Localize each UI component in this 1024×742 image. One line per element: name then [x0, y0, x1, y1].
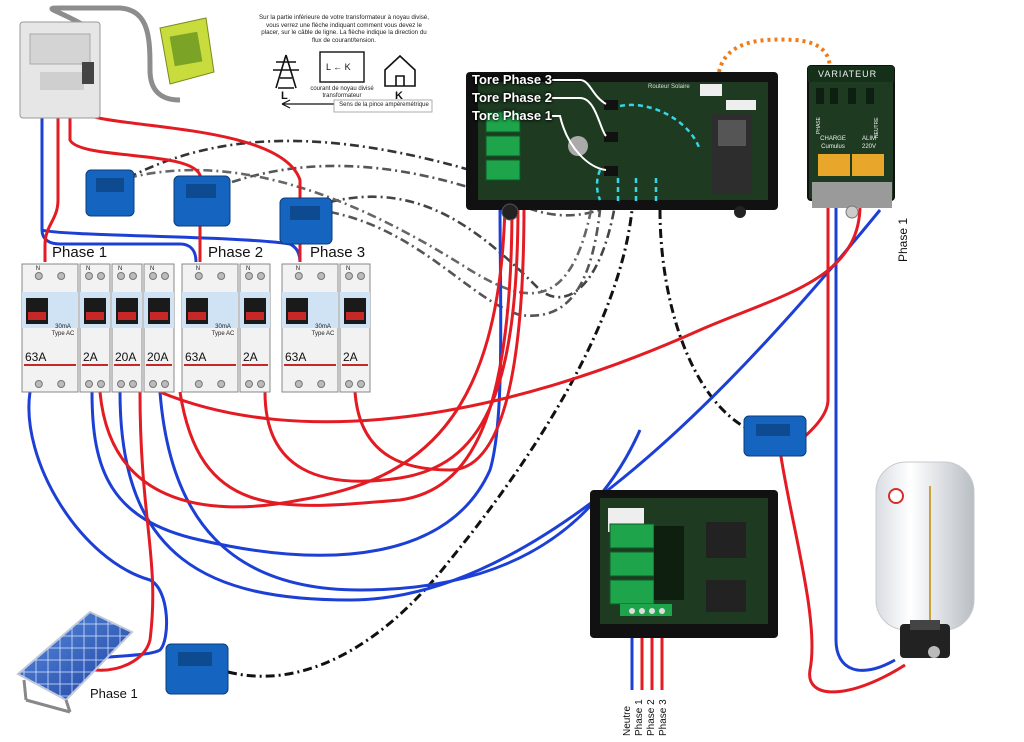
transformer-core-icon — [319, 51, 365, 83]
router-board-name: Routeur Solaire — [648, 84, 690, 90]
breaker-sensitivity: 30mA Type AC — [51, 324, 75, 337]
tore-arrows — [552, 79, 607, 171]
breaker-module — [339, 263, 371, 393]
variator-charge-label: CHARGE — [820, 136, 846, 142]
terminal-label-phase-2: Phase 2 — [646, 699, 657, 736]
main-breaker — [19, 21, 101, 119]
current-clamps — [85, 169, 807, 695]
core-symbol: L ← K — [326, 62, 351, 72]
breaker-rating: 63A — [285, 350, 307, 364]
clamp-cumulus — [743, 415, 807, 457]
terminal-mark-n: N — [118, 266, 123, 272]
variator-phase-label: Phase 1 — [896, 217, 910, 262]
variator-phase-tag: PHASE — [816, 117, 822, 134]
breaker-sensitivity: 30mA Type AC — [311, 324, 335, 337]
clamp-phase-3 — [279, 197, 333, 245]
terminal-mark-n: N — [150, 266, 155, 272]
variator-neutre-tag: NEUTRE — [874, 117, 880, 138]
breaker-module — [79, 263, 111, 393]
house-icon — [384, 54, 416, 87]
terminal-label-neutre: Neutre — [622, 705, 633, 736]
breaker-rating: 2A — [83, 350, 98, 364]
pylon-icon — [273, 54, 299, 89]
tore-phase-3-label: Tore Phase 3 — [472, 72, 552, 87]
breaker-module — [239, 263, 271, 393]
clamp-phase-1 — [85, 169, 135, 217]
breaker-module — [111, 263, 143, 393]
data-cable-clamp-3 — [329, 195, 617, 299]
breaker-module — [181, 263, 239, 393]
tore-phase-1-label: Tore Phase 1 — [472, 108, 552, 123]
variator-alim-label: ALIM — [861, 136, 876, 142]
breaker-rating: 2A — [343, 350, 358, 364]
data-cable-cumulus-clamp — [658, 209, 751, 432]
breaker-rating: 63A — [185, 350, 207, 364]
letter-k: K — [395, 90, 403, 102]
variator-box — [807, 65, 895, 219]
variator-title: VARIATEUR — [818, 69, 878, 79]
letter-l: L — [281, 90, 288, 102]
arrow-caption-box — [333, 99, 433, 113]
breaker-rating: 20A — [147, 350, 169, 364]
solar-panel — [16, 610, 134, 714]
variator-charge-sub: Cumulus — [821, 144, 845, 150]
data-cable-clamp-3b — [329, 209, 602, 317]
breaker-rating: 2A — [243, 350, 258, 364]
terminal-mark-n: N — [195, 266, 201, 272]
solar-phase-label: Phase 1 — [90, 686, 138, 701]
router-enclosure — [466, 72, 778, 221]
tore-phase-2-label: Tore Phase 2 — [472, 90, 552, 105]
phase-3-label: Phase 3 — [310, 244, 366, 261]
linky-meter — [159, 17, 215, 85]
terminal-label-phase-3: Phase 3 — [658, 699, 669, 736]
clamp-solar — [165, 643, 229, 695]
arrow-caption: Sens de la pince ampèremétrique — [339, 102, 429, 108]
water-heater — [875, 461, 975, 658]
terminal-mark-n: N — [246, 266, 251, 272]
wifi-link — [715, 37, 832, 87]
breaker-module — [281, 263, 339, 393]
breaker-rating: 20A — [115, 350, 137, 364]
terminal-mark-n: N — [35, 266, 41, 272]
breaker-row — [21, 263, 371, 393]
variator-alim-sub: 220V — [861, 144, 876, 150]
breaker-sensitivity: 30mA Type AC — [211, 324, 235, 337]
terminal-board — [590, 490, 778, 638]
terminal-label-phase-1: Phase 1 — [634, 699, 645, 736]
terminal-mark-n: N — [86, 266, 91, 272]
core-caption: courant de noyau divisé transformateur — [310, 86, 374, 99]
data-cable-clamp-1b — [127, 168, 594, 295]
tore-links — [595, 103, 702, 205]
meter-link — [49, 5, 181, 103]
terminal-mark-n: N — [295, 266, 301, 272]
breaker-rating: 63A — [25, 350, 47, 364]
phase-1-label: Phase 1 — [52, 244, 108, 261]
terminal-mark-n: N — [346, 266, 351, 272]
phase-2-label: Phase 2 — [208, 244, 264, 261]
breaker-module — [143, 263, 175, 393]
clamp-phase-2 — [173, 175, 231, 227]
data-cable-solar-clamp — [227, 209, 634, 678]
breaker-module — [21, 263, 79, 393]
clamp-instructions: Sur la partie inférieure de votre transf… — [259, 14, 429, 44]
